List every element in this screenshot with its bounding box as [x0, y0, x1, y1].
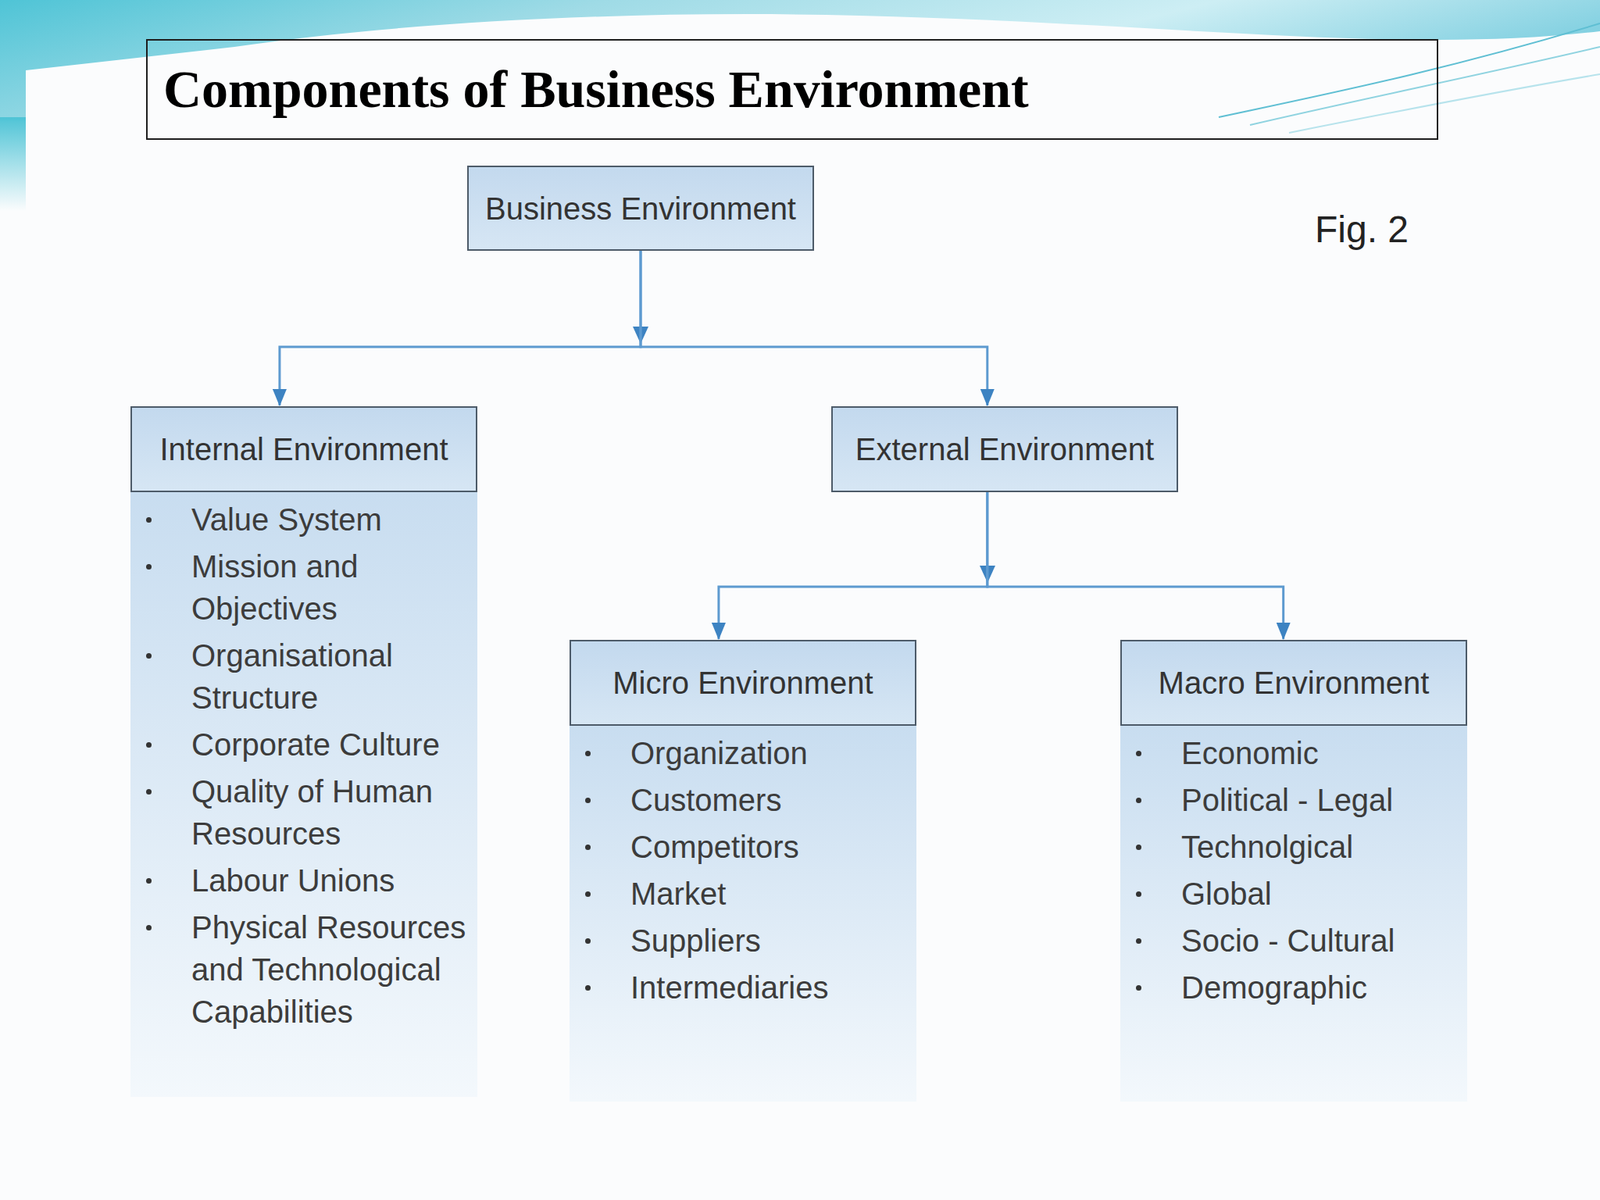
figure-label: Fig. 2 [1314, 207, 1409, 251]
list-item: Organization [630, 732, 911, 775]
environment-box: Micro EnvironmentOrganizationCustomersCo… [569, 639, 917, 1102]
list-item: Customers [630, 778, 911, 822]
box-heading: Micro Environment [569, 639, 917, 726]
list-item: Technolgical [1181, 825, 1461, 868]
heading-text: Micro Environment [612, 664, 873, 702]
split-arrow [640, 250, 988, 406]
heading-text: Macro Environment [1158, 664, 1430, 702]
list-item: Global [1181, 872, 1461, 915]
wave-line [1289, 74, 1600, 133]
box-heading: Internal Environment [130, 406, 478, 493]
list-item: Suppliers [630, 919, 911, 962]
item-panel: OrganizationCustomersCompetitorsMarketSu… [569, 725, 917, 1102]
list-item: Economic [1181, 732, 1461, 775]
environment-box: External Environment [831, 406, 1179, 493]
side-strip [0, 117, 26, 211]
list-item: Mission and Objectives [191, 545, 472, 630]
list-item: Labour Unions [191, 859, 472, 902]
list-item: Quality of Human Resources [191, 770, 472, 855]
split-arrow [987, 492, 1284, 640]
wave-line [1218, 23, 1600, 118]
list-item: Market [630, 872, 911, 915]
list-item: Physical Resources and Technological Cap… [191, 906, 472, 1033]
heading-text: External Environment [855, 430, 1154, 468]
item-panel: Value SystemMission and ObjectivesOrgani… [130, 492, 478, 1097]
environment-box: Business Environment [467, 165, 815, 251]
wave-line [1250, 46, 1600, 125]
split-arrow [279, 250, 641, 406]
item-panel: EconomicPolitical - LegalTechnolgicalGlo… [1120, 725, 1468, 1102]
box-heading: Business Environment [467, 165, 815, 251]
heading-text: Internal Environment [159, 430, 448, 468]
list-item: Demographic [1181, 966, 1461, 1009]
heading-text: Business Environment [485, 189, 797, 228]
list-item: Value System [191, 498, 472, 541]
top-banner [0, 0, 1600, 121]
title-box: Components of Business Environment [146, 39, 1439, 140]
box-heading: External Environment [831, 406, 1179, 493]
split-arrow [718, 492, 988, 640]
list-item: Corporate Culture [191, 723, 472, 766]
list-item: Socio - Cultural [1181, 919, 1461, 962]
list-item: Intermediaries [630, 966, 911, 1009]
list-item: Organisational Structure [191, 634, 472, 719]
environment-box: Macro EnvironmentEconomicPolitical - Leg… [1120, 639, 1468, 1102]
title-heading: Components of Business Environment [163, 58, 1029, 121]
list-item: Competitors [630, 825, 911, 868]
environment-box: Internal EnvironmentValue SystemMission … [130, 406, 478, 1097]
list-item: Political - Legal [1181, 778, 1461, 822]
box-heading: Macro Environment [1120, 639, 1468, 726]
